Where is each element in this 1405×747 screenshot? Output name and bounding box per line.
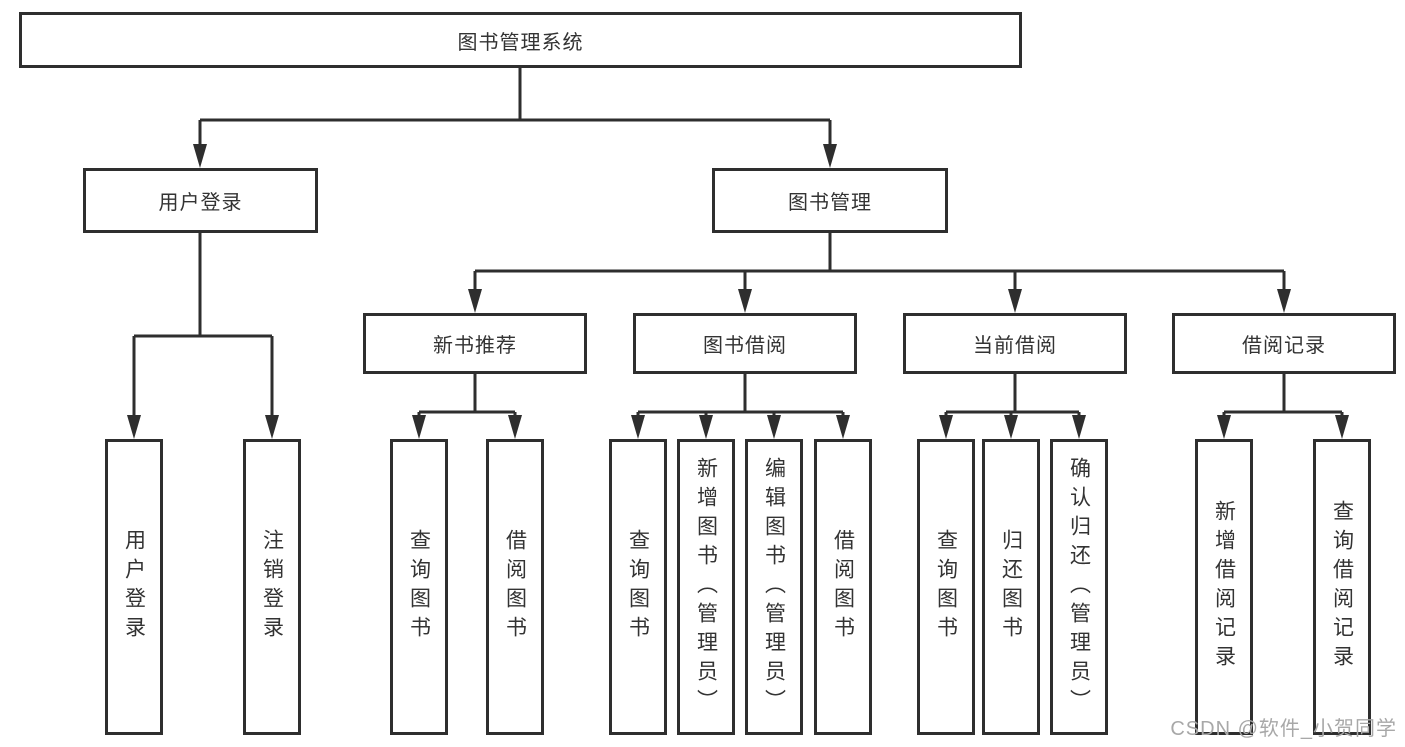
leaf-return-books: 归还图书 — [982, 439, 1040, 735]
arrow-down-icon — [631, 415, 645, 439]
node-label: 新增借阅记录 — [1212, 500, 1236, 674]
arrow-down-icon — [1335, 415, 1349, 439]
arrow-down-icon — [1072, 415, 1086, 439]
node-label: 查询图书 — [934, 529, 958, 645]
leaf-borrow-books: 借阅图书 — [814, 439, 872, 735]
node-label: 查询图书 — [626, 529, 650, 645]
arrow-down-icon — [1277, 289, 1291, 313]
leaf-add-books-admin: 新增图书（管理员） — [677, 439, 735, 735]
node-label: 查询借阅记录 — [1330, 500, 1354, 674]
node-book-borrowing: 图书借阅 — [633, 313, 857, 374]
node-label: 图书管理系统 — [457, 31, 584, 54]
arrow-down-icon — [767, 415, 781, 439]
node-label: 当前借阅 — [973, 335, 1057, 357]
arrow-down-icon — [1004, 415, 1018, 439]
leaf-query-borrow-record: 查询借阅记录 — [1313, 439, 1371, 735]
arrow-down-icon — [939, 415, 953, 439]
csdn-watermark: CSDN @软件_小贺同学 — [1170, 718, 1397, 740]
arrow-down-icon — [193, 144, 207, 168]
arrow-down-icon — [1008, 289, 1022, 313]
node-label: 借阅图书 — [503, 529, 527, 645]
leaf-logout: 注销登录 — [243, 439, 301, 735]
leaf-query-books-borrowing: 查询图书 — [609, 439, 667, 735]
arrow-down-icon — [699, 415, 713, 439]
node-label: 新增图书（管理员） — [694, 456, 718, 718]
arrow-down-icon — [1217, 415, 1231, 439]
node-label: 归还图书 — [999, 529, 1023, 645]
node-label: 确认归还（管理员） — [1067, 456, 1091, 718]
node-label: 用户登录 — [122, 529, 146, 645]
node-label: 新书推荐 — [433, 335, 517, 357]
leaf-borrow-books-recommend: 借阅图书 — [486, 439, 544, 735]
leaf-query-books-current: 查询图书 — [917, 439, 975, 735]
leaf-user-login: 用户登录 — [105, 439, 163, 735]
node-label: 编辑图书（管理员） — [762, 456, 786, 718]
arrow-down-icon — [836, 415, 850, 439]
node-label: 注销登录 — [260, 529, 284, 645]
arrow-down-icon — [412, 415, 426, 439]
arrow-down-icon — [468, 289, 482, 313]
arrow-down-icon — [508, 415, 522, 439]
node-current-borrowing: 当前借阅 — [903, 313, 1127, 374]
leaf-query-books-recommend: 查询图书 — [390, 439, 448, 735]
node-library-management-system: 图书管理系统 — [19, 12, 1022, 68]
node-label: 图书借阅 — [703, 335, 787, 357]
node-user-login: 用户登录 — [83, 168, 318, 233]
node-book-management: 图书管理 — [712, 168, 948, 233]
node-label: 查询图书 — [407, 529, 431, 645]
leaf-edit-books-admin: 编辑图书（管理员） — [745, 439, 803, 735]
leaf-confirm-return-admin: 确认归还（管理员） — [1050, 439, 1108, 735]
arrow-down-icon — [738, 289, 752, 313]
leaf-add-borrow-record: 新增借阅记录 — [1195, 439, 1253, 735]
node-borrowing-records: 借阅记录 — [1172, 313, 1396, 374]
arrow-down-icon — [823, 144, 837, 168]
node-new-book-recommendation: 新书推荐 — [363, 313, 587, 374]
node-label: 用户登录 — [158, 192, 243, 214]
node-label: 借阅图书 — [831, 529, 855, 645]
arrow-down-icon — [127, 415, 141, 439]
node-label: 借阅记录 — [1242, 335, 1326, 357]
arrow-down-icon — [265, 415, 279, 439]
node-label: 图书管理 — [788, 192, 872, 214]
